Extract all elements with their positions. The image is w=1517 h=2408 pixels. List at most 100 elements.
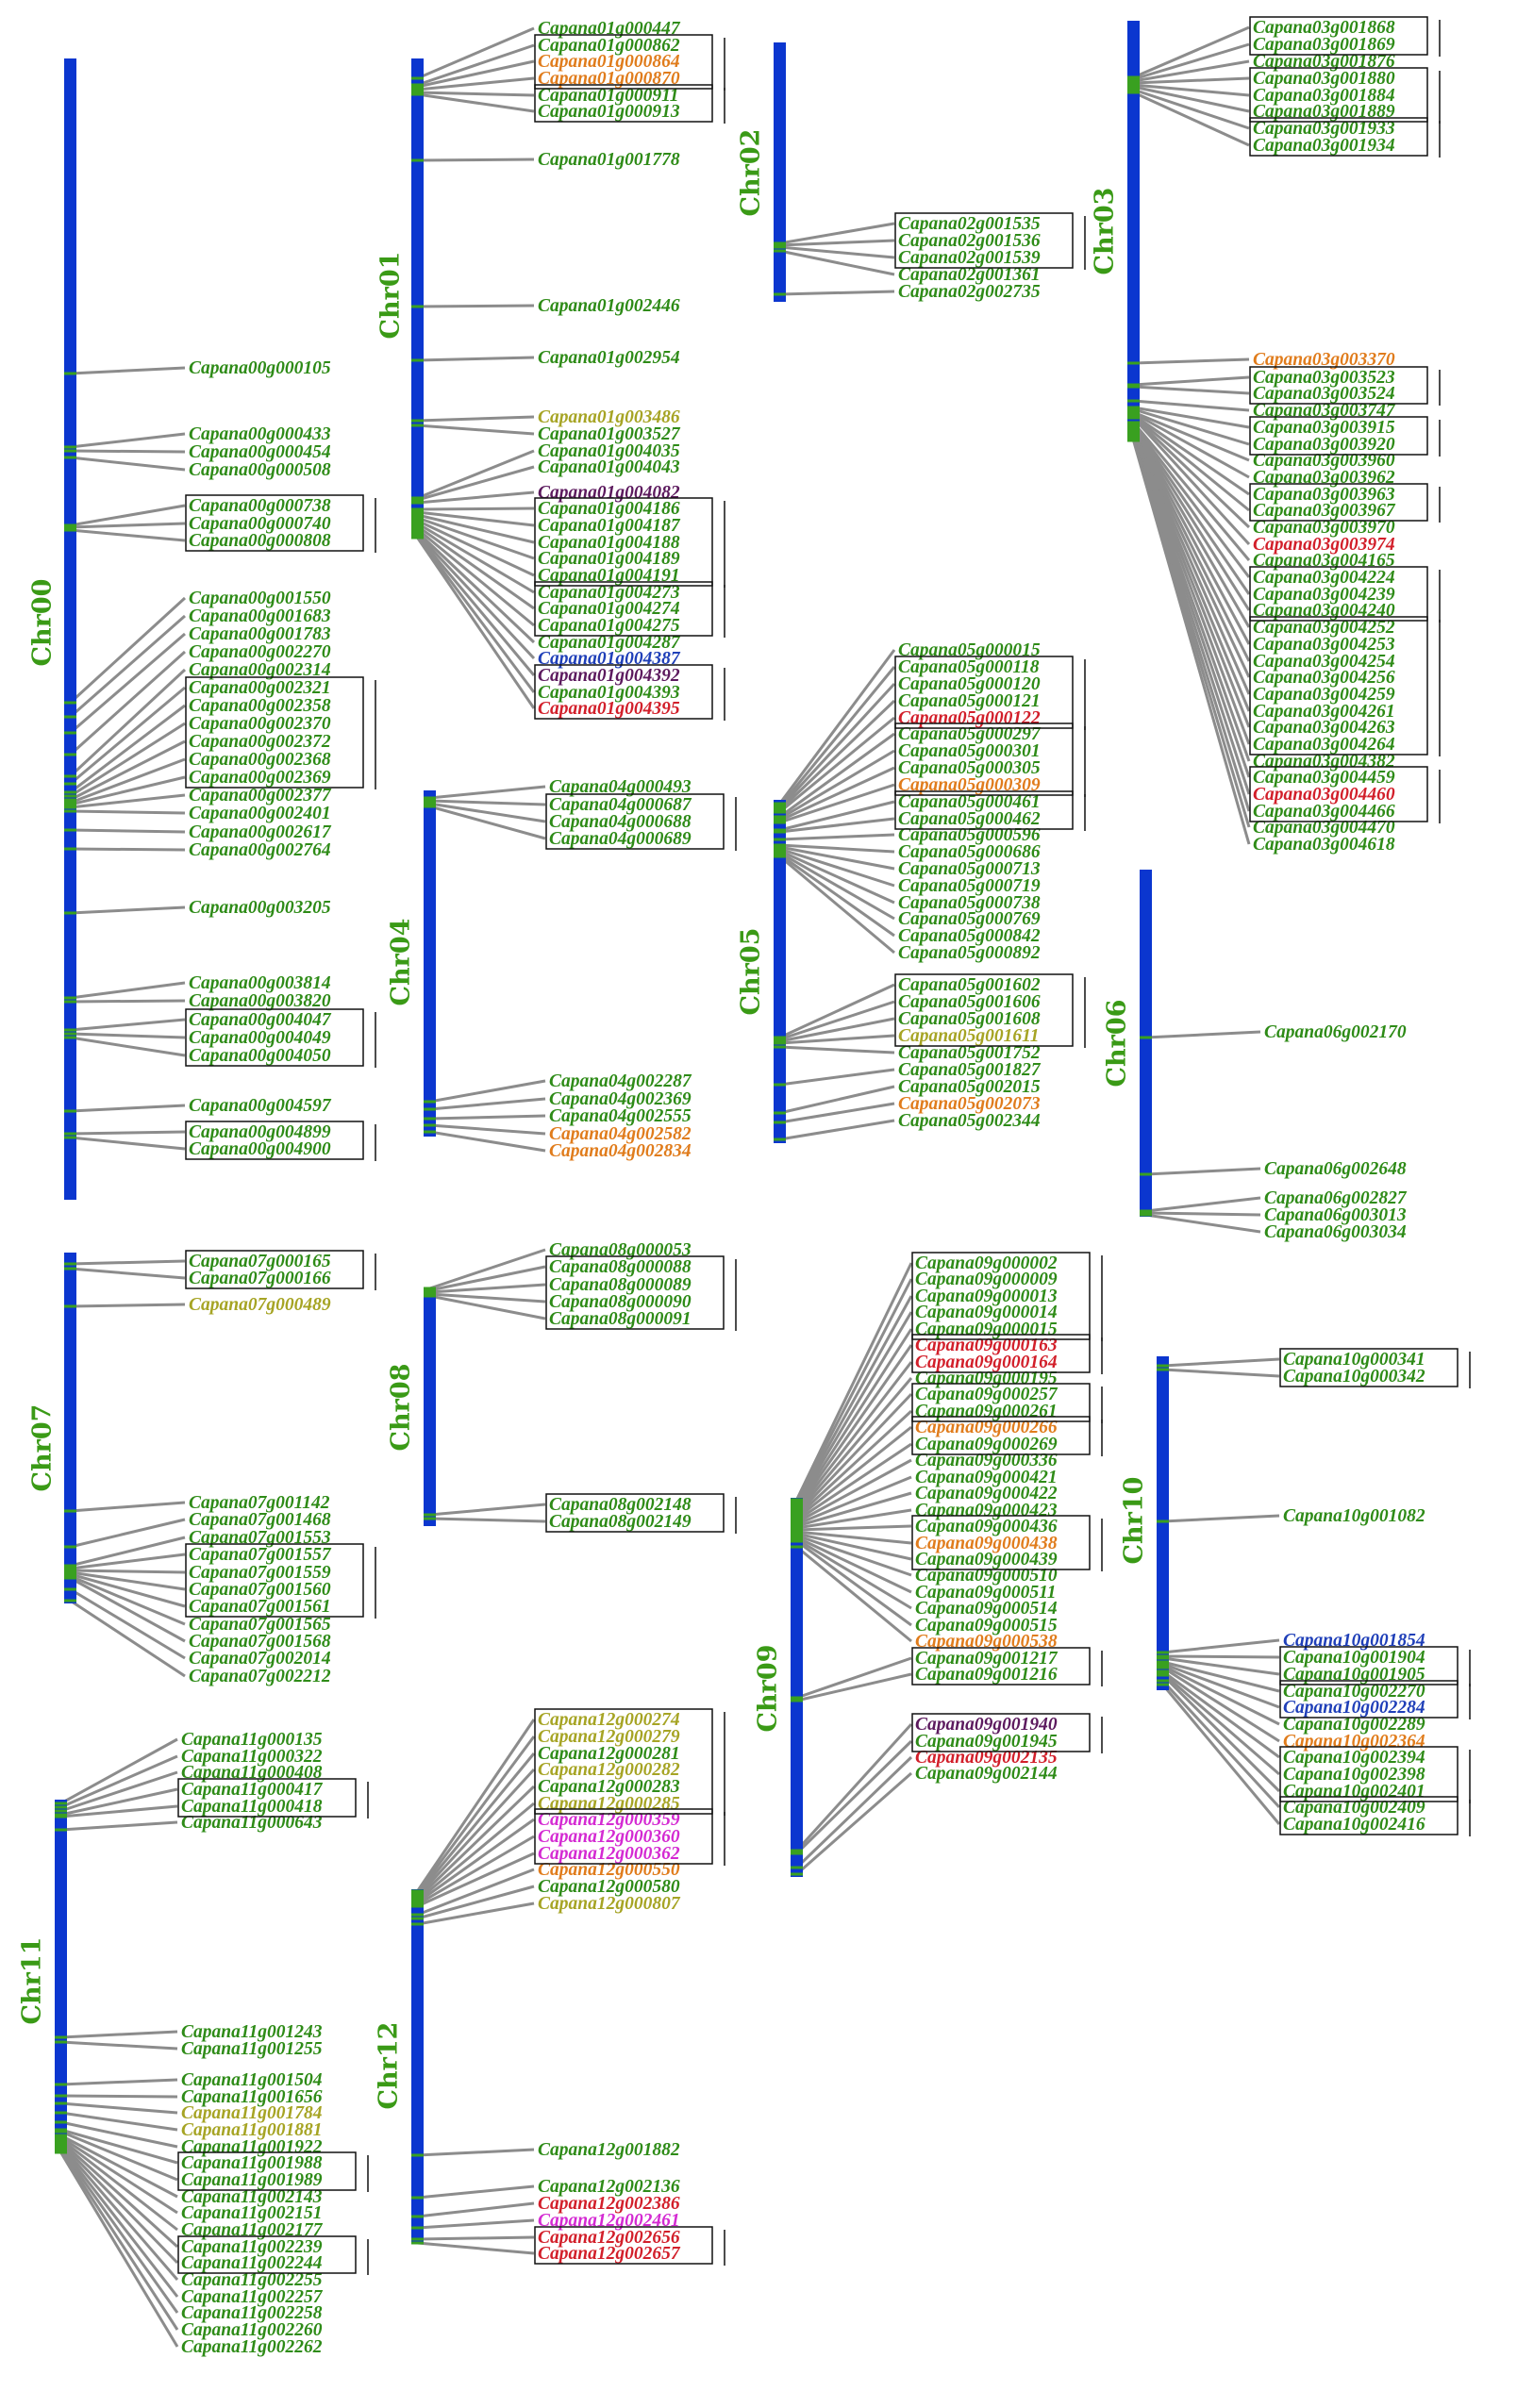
gene-label: Capana10g000341: [1283, 1350, 1425, 1370]
gene-label: Capana00g000508: [189, 460, 331, 480]
gene-link-line: [70, 1130, 186, 1136]
gene-link-line: [416, 1835, 535, 1906]
gene-link-line: [795, 1262, 913, 1501]
gene-label: Capana07g001568: [189, 1632, 331, 1652]
gene-link-line: [779, 239, 895, 247]
chromosome-group-chr00: Chr00Capana00g000105Capana00g000433Capan…: [28, 58, 376, 1200]
gene-label: Capana09g000336: [915, 1451, 1058, 1470]
gene-link-line: [1161, 1679, 1281, 1809]
gene-link-line: [429, 785, 546, 800]
gene-link-line: [795, 1425, 912, 1520]
gene-label: Capana12g000274: [538, 1710, 680, 1730]
gene-label: Capana03g004254: [1253, 652, 1395, 672]
gene-link-line: [429, 1517, 546, 1523]
gene-link-line: [795, 1278, 913, 1503]
duplication-box: [185, 1250, 364, 1289]
gene-link-line: [1161, 1671, 1280, 1776]
gene-link-line: [59, 2130, 178, 2182]
gene-label: Capana01g004274: [538, 599, 680, 619]
gene-link-line: [1162, 1357, 1280, 1368]
chromosome-label: Chr00: [28, 579, 58, 667]
gene-link-line: [59, 2141, 179, 2265]
gene-label: Capana11g001255: [181, 2039, 323, 2059]
gene-label: Capana12g000279: [538, 1727, 680, 1747]
gene-link-line: [60, 1820, 178, 1832]
gene-link-line: [416, 536, 536, 693]
gene-label: Capana09g000436: [915, 1517, 1058, 1536]
gene-link-line: [779, 245, 895, 259]
gene-label: Capana01g004043: [538, 457, 680, 477]
chromosome-bar: [55, 1800, 67, 2152]
gene-link-line: [796, 1534, 912, 1577]
gene-label: Capana01g004275: [538, 616, 680, 636]
gene-link-line: [416, 1818, 535, 1904]
gene-link-line: [69, 1587, 186, 1660]
gene-link-line: [779, 833, 895, 841]
duplication-box: [534, 497, 713, 587]
gene-label: Capana01g000864: [538, 52, 680, 72]
gene-link-line: [796, 1530, 912, 1545]
gene-link-line: [778, 649, 896, 805]
gene-link-line: [417, 507, 535, 511]
gene-link-line: [1162, 1654, 1280, 1659]
gene-link-line: [70, 775, 186, 806]
gene-label: Capana07g002212: [189, 1667, 331, 1686]
gene-label: Capana07g001557: [189, 1545, 332, 1565]
gene-label: Capana00g002377: [189, 786, 332, 805]
gene-label: Capana11g000418: [181, 1797, 323, 1817]
gene-label: Capana03g001884: [1253, 86, 1395, 106]
gene-link-line: [59, 1754, 178, 1809]
gene-link-line: [416, 535, 536, 676]
gene-label: Capana11g002255: [181, 2270, 323, 2290]
gene-label: Capana12g000283: [538, 1777, 680, 1797]
gene-link-line: [416, 527, 535, 627]
gene-label: Capana05g001611: [898, 1026, 1040, 1046]
gene-label: Capana05g000461: [898, 792, 1041, 812]
duplication-box: [534, 1708, 713, 1815]
gene-link-line: [779, 1000, 895, 1041]
gene-link-line: [778, 716, 895, 814]
gene-link-line: [416, 26, 535, 80]
gene-link-line: [779, 1017, 895, 1043]
gene-label: Capana00g001683: [189, 606, 331, 626]
gene-label: Capana08g000090: [549, 1292, 692, 1312]
gene-link-line: [1162, 1660, 1280, 1693]
gene-link-line: [1133, 407, 1250, 446]
chromosome-group-chr12: Chr12Capana12g000274Capana12g000279Capan…: [375, 1708, 725, 2266]
gene-link-line: [795, 1458, 912, 1524]
gene-link-line: [1161, 1666, 1280, 1743]
gene-link-line: [1133, 76, 1250, 85]
gene-link-line: [429, 799, 546, 806]
gene-label: Capana03g004263: [1253, 718, 1395, 738]
gene-link-line: [1132, 422, 1251, 561]
gene-label: Capana07g001142: [189, 1493, 330, 1513]
gene-label: Capana09g000421: [915, 1468, 1058, 1487]
gene-label: Capana03g001869: [1253, 35, 1395, 55]
gene-label: Capana05g001602: [898, 975, 1041, 995]
gene-label: Capana03g003960: [1253, 451, 1395, 471]
gene-label: Capana09g000511: [915, 1583, 1057, 1603]
gene-label: Capana00g004047: [189, 1010, 332, 1030]
gene-link-line: [795, 1536, 912, 1594]
gene-link-line: [1132, 25, 1250, 79]
gene-link-line: [416, 532, 536, 660]
gene-label: Capana09g000438: [915, 1534, 1058, 1553]
chromosome-group-chr02: Chr02Capana02g001535Capana02g001536Capan…: [737, 42, 1086, 302]
gene-label: Capana10g001082: [1283, 1506, 1425, 1526]
duplication-box: [534, 581, 713, 637]
gene-label: Capana05g000118: [898, 657, 1040, 677]
gene-label: Capana03g004165: [1253, 551, 1395, 571]
gene-label: Capana00g002321: [189, 678, 331, 698]
gene-label: Capana10g001904: [1283, 1648, 1425, 1668]
gene-link-line: [779, 817, 895, 834]
gene-link-line: [778, 666, 896, 807]
gene-label: Capana12g000580: [538, 1877, 680, 1897]
gene-label: Capana03g004460: [1253, 785, 1395, 805]
duplication-box: [534, 664, 713, 720]
gene-link-line: [69, 632, 186, 735]
gene-link-line: [59, 2137, 178, 2232]
gene-label: Capana04g000493: [549, 777, 692, 797]
gene-link-line: [417, 490, 535, 505]
gene-link-line: [1132, 424, 1251, 595]
